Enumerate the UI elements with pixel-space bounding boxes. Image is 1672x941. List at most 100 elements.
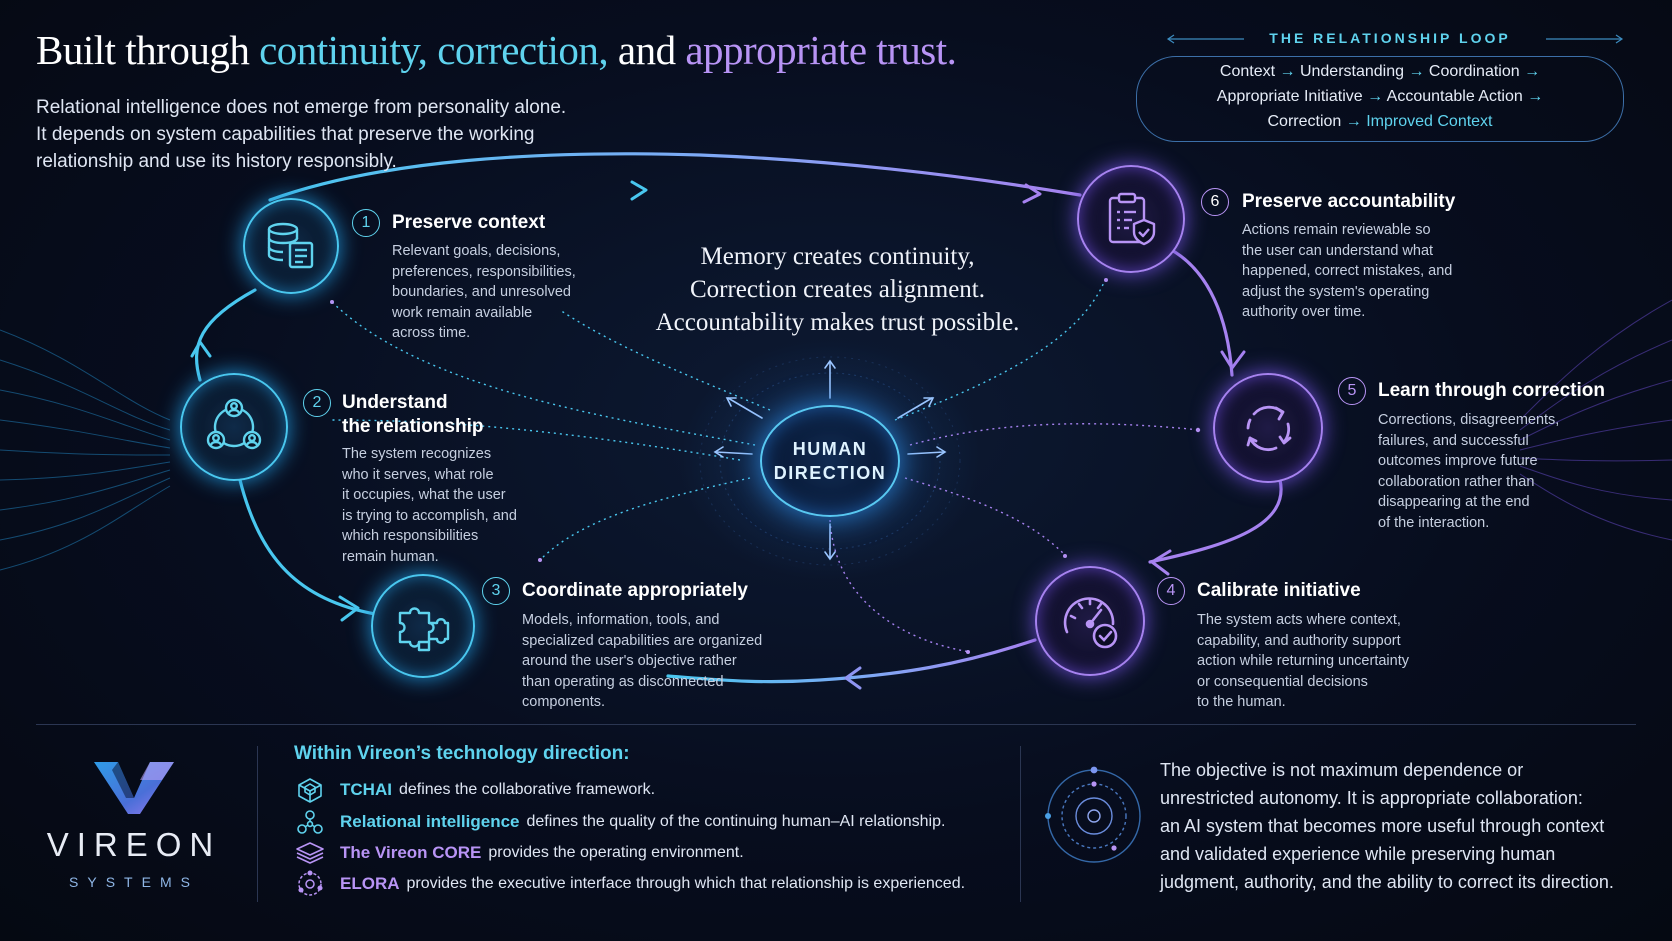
step-2-body: The system recognizes who it serves, wha… (342, 444, 552, 567)
headline-accent-trust: appropriate trust. (685, 27, 957, 73)
relationship-loop-label: THE RELATIONSHIP LOOP (1269, 30, 1511, 46)
step-6-number: 6 (1201, 188, 1229, 216)
cycle-arrows-icon (1246, 405, 1292, 451)
quote-line: Correction creates alignment. (689, 276, 986, 303)
step-4-number: 4 (1157, 577, 1185, 605)
arrow-right-icon: → (1408, 63, 1425, 80)
footer-separator (1020, 746, 1021, 902)
right-particle-field (1519, 299, 1672, 541)
loop-understanding: Understanding (1299, 63, 1405, 80)
loop-correction: Correction (1267, 113, 1342, 130)
brand-subtitle: SYSTEMS (69, 874, 199, 890)
main-loop-path (195, 152, 1283, 684)
tech-heading: Within Vireon’s technology direction: (294, 743, 630, 764)
body-line: around the user's objective rather (522, 653, 737, 669)
tech-name: The Vireon CORE (340, 843, 482, 862)
body-line: work remain available (392, 304, 533, 321)
quote-line: Accountability makes trust possible. (655, 309, 1020, 336)
footer-divider (36, 724, 1636, 725)
body-line: or consequential decisions (1197, 673, 1368, 690)
title-line: Understand (342, 392, 448, 413)
step-5-body: Corrections, disagreements, failures, an… (1378, 410, 1628, 533)
step-4-title: Calibrate initiative (1197, 580, 1361, 601)
body-line: collaboration rather than (1378, 473, 1535, 490)
step-6-title: Preserve accountability (1242, 191, 1456, 212)
hub-short-arrows (713, 359, 947, 561)
body-line: Relevant goals, decisions, (392, 243, 561, 259)
body-line: is trying to accomplish, and (342, 507, 517, 524)
central-quote: Memory creates continuity, Correction cr… (620, 240, 1055, 339)
tech-item-tchai: TCHAI defines the collaborative framewor… (294, 777, 655, 803)
headline-part2: and (608, 27, 686, 73)
objective-line: and validated experience while preservin… (1160, 844, 1556, 864)
step-1-number: 1 (352, 209, 380, 237)
tech-name: ELORA (340, 874, 400, 893)
arrow-right-icon: → (1527, 88, 1544, 105)
body-line: of the interaction. (1378, 514, 1490, 531)
headline-part1: Built through (36, 27, 260, 73)
body-line: The system acts where context, (1197, 612, 1401, 628)
molecule-icon (294, 809, 326, 835)
body-line: disappearing at the end (1378, 494, 1530, 510)
node-coordinate-appropriately (371, 574, 475, 678)
people-network-icon (206, 398, 262, 450)
body-line: to the human. (1197, 694, 1286, 710)
body-line: outcomes improve future (1378, 453, 1538, 469)
body-line: remain human. (342, 548, 439, 565)
loop-accountable-action: Accountable Action (1386, 88, 1523, 105)
body-line: preferences, responsibilities, (392, 263, 576, 280)
body-line: failures, and successful (1378, 432, 1529, 449)
objective-line: The objective is not maximum dependence … (1160, 760, 1524, 780)
arrow-right-icon: → (1524, 63, 1541, 80)
loop-improved-context: Improved Context (1366, 113, 1493, 130)
puzzle-icon (398, 607, 450, 652)
step-1-title: Preserve context (392, 212, 546, 233)
loop-line-1: Context → Understanding → Coordination → (1137, 63, 1623, 81)
loop-label-arrows (1166, 34, 1624, 44)
database-document-icon (267, 222, 314, 269)
body-line: Actions remain reviewable so (1242, 222, 1431, 238)
objective-statement: The objective is not maximum dependence … (1160, 756, 1640, 896)
step-3-body: Models, information, tools, and speciali… (522, 610, 802, 713)
intro-line: relationship and use its history respons… (36, 151, 397, 172)
body-line: Models, information, tools, and (522, 612, 720, 628)
body-line: happened, correct mistakes, and (1242, 263, 1453, 279)
headline: Built through continuity, correction, an… (36, 26, 957, 74)
loop-appropriate-initiative: Appropriate Initiative (1216, 88, 1363, 105)
loop-arrowheads (190, 180, 1246, 690)
intro-line: It depends on system capabilities that p… (36, 124, 535, 145)
clipboard-shield-icon (1108, 192, 1156, 246)
arrow-right-icon: → (1279, 63, 1296, 80)
headline-accent-correction: correction, (437, 27, 609, 73)
tech-desc: provides the operating environment. (488, 844, 744, 861)
body-line: boundaries, and unresolved (392, 284, 571, 300)
body-line: components. (522, 694, 606, 710)
tech-item-relational-intelligence: Relational intelligence defines the qual… (294, 809, 945, 835)
target-orbit-icon (1045, 766, 1141, 863)
intro-text: Relational intelligence does not emerge … (36, 94, 656, 175)
arrow-right-icon: → (1367, 88, 1384, 105)
orbit-icon (294, 870, 326, 897)
node-understand-relationship (180, 373, 288, 481)
body-line: across time. (392, 325, 471, 341)
gauge-check-icon (1063, 597, 1118, 649)
step-5-title: Learn through correction (1378, 380, 1605, 401)
body-line: action while returning uncertainty (1197, 653, 1409, 669)
tech-item-elora: ELORA provides the executive interface t… (294, 870, 965, 897)
relationship-loop-box: Context → Understanding → Coordination →… (1136, 56, 1624, 142)
cube-icon (294, 777, 326, 803)
body-line: specialized capabilities are organized (522, 632, 763, 649)
hub-label: HUMAN DIRECTION (770, 437, 890, 485)
body-line: authority over time. (1242, 304, 1366, 320)
objective-line: an AI system that becomes more useful th… (1160, 816, 1605, 836)
node-learn-through-correction (1213, 373, 1323, 483)
tech-item-vireon-core: The Vireon CORE provides the operating e… (294, 840, 744, 866)
step-3-title: Coordinate appropriately (522, 580, 748, 601)
body-line: adjust the system's operating (1242, 283, 1430, 300)
human-direction-hub: HUMAN DIRECTION (760, 405, 900, 517)
body-line: The system recognizes (342, 446, 492, 462)
body-line: which responsibilities (342, 528, 479, 544)
spoke-tips (330, 278, 1201, 654)
step-4-body: The system acts where context, capabilit… (1197, 610, 1447, 713)
quote-line: Memory creates continuity, (700, 243, 975, 270)
